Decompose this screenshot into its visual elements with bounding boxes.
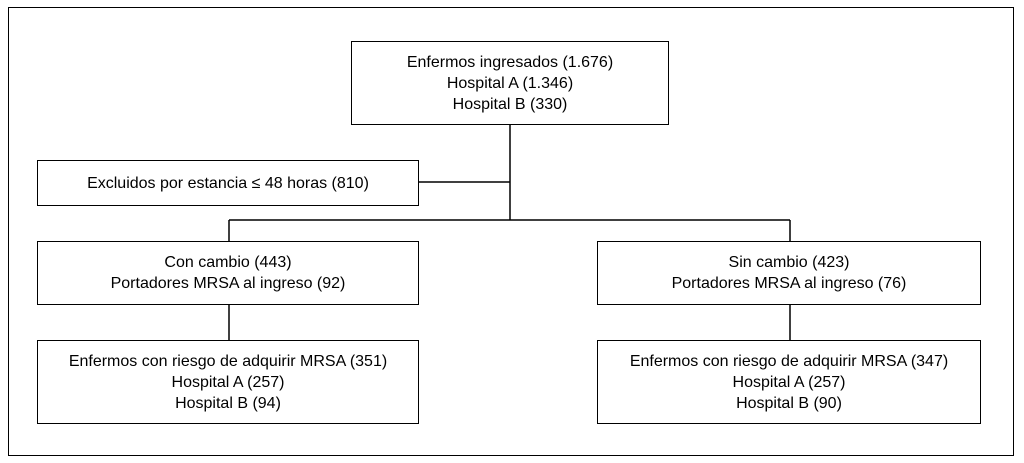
- at-risk-without-change-hospital-a-text: Hospital A (257): [732, 373, 846, 391]
- with-change-text: Con cambio (443): [164, 254, 292, 271]
- at-risk-with-change-hospital-a-text: Hospital A (257): [171, 373, 285, 391]
- without-change-text: Sin cambio (423): [728, 254, 850, 271]
- with-change-box: Con cambio (443) Portadores MRSA al ingr…: [37, 241, 419, 305]
- with-change-carriers-text: Portadores MRSA al ingreso (92): [110, 275, 346, 292]
- without-change-carriers-text: Portadores MRSA al ingreso (76): [671, 275, 907, 292]
- at-risk-without-change-total-text: Enfermos con riesgo de adquirir MRSA (34…: [629, 352, 949, 370]
- excluded-text: Excluidos por estancia ≤ 48 horas (810): [87, 174, 369, 192]
- diagram-frame: [8, 7, 1014, 456]
- without-change-box: Sin cambio (423) Portadores MRSA al ingr…: [597, 241, 981, 305]
- admitted-total-text: Enfermos ingresados (1.676): [406, 53, 614, 71]
- admitted-hospital-a-text: Hospital A (1.346): [446, 74, 574, 92]
- at-risk-without-change-hospital-b-text: Hospital B (90): [736, 394, 842, 412]
- at-risk-without-change-box: Enfermos con riesgo de adquirir MRSA (34…: [597, 340, 981, 424]
- admitted-hospital-b-text: Hospital B (330): [452, 95, 568, 113]
- admitted-patients-box: Enfermos ingresados (1.676) Hospital A (…: [351, 41, 669, 125]
- at-risk-with-change-total-text: Enfermos con riesgo de adquirir MRSA (35…: [68, 352, 388, 370]
- at-risk-with-change-box: Enfermos con riesgo de adquirir MRSA (35…: [37, 340, 419, 424]
- excluded-patients-box: Excluidos por estancia ≤ 48 horas (810): [37, 160, 419, 206]
- at-risk-with-change-hospital-b-text: Hospital B (94): [175, 394, 281, 412]
